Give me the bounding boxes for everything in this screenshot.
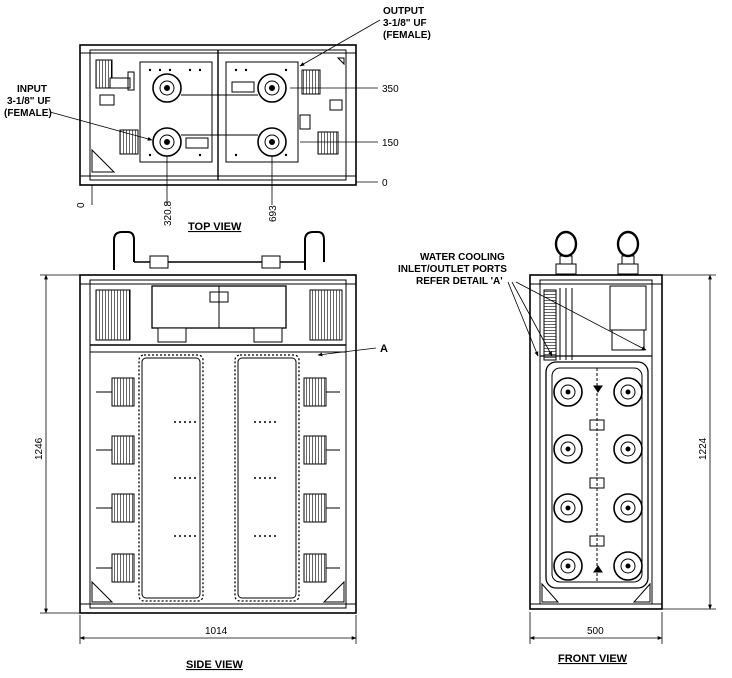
side-view-title: SIDE VIEW [186, 659, 243, 671]
cavity-right [234, 354, 300, 602]
front-height-dim: 1224 [698, 437, 709, 460]
side-modules-right [303, 377, 340, 583]
dim-0-right: 0 [382, 178, 388, 189]
cavity-bolt-dots [174, 421, 276, 537]
detail-a-label: A [380, 343, 388, 355]
side-fin-upper-right [309, 289, 343, 341]
output-connector-bottom [257, 127, 287, 157]
front-width-dim: 500 [587, 626, 604, 637]
output-callout-line2: 3-1/8" UF [383, 18, 427, 29]
detail-a-leader [317, 347, 377, 357]
lifting-eye-left [554, 230, 578, 275]
side-view-inner-frame [89, 279, 347, 609]
output-callout-line3: (FEMALE) [383, 30, 431, 41]
lifting-eye-right [616, 230, 640, 275]
top-view-frame [79, 44, 357, 186]
front-flanges [553, 377, 643, 581]
water-callout-line1: WATER COOLING [420, 252, 505, 263]
side-handle-left [113, 231, 135, 270]
side-width-dim: 1014 [205, 626, 228, 637]
top-fin-left [119, 129, 139, 155]
input-leader [49, 111, 153, 141]
input-callout-line2: 3-1/8" UF [7, 96, 51, 107]
side-fin-upper-left [95, 289, 131, 341]
top-view-title: TOP VIEW [188, 221, 242, 233]
output-connector-top [257, 73, 287, 103]
dim-0-bottom: 0 [76, 202, 87, 208]
input-callout-line3: (FEMALE) [4, 108, 52, 119]
front-view-text: WATER COOLING INLET/OUTLET PORTS REFER D… [398, 252, 709, 665]
front-upper-box [609, 285, 647, 331]
dim-350: 350 [382, 84, 399, 95]
top-fin-right-a [301, 69, 321, 95]
input-callout-line1: INPUT [17, 84, 47, 95]
top-view [49, 19, 381, 205]
dim-150: 150 [382, 138, 399, 149]
output-callout-line1: OUTPUT [383, 6, 424, 17]
side-height-dim: 1246 [34, 437, 45, 460]
side-view-frame [79, 274, 357, 614]
top-view-text: OUTPUT 3-1/8" UF (FEMALE) INPUT 3-1/8" U… [4, 6, 431, 233]
side-view-text: 1246 1014 A SIDE VIEW [34, 343, 388, 671]
water-leader-2 [511, 281, 553, 357]
input-connector-bottom [152, 127, 182, 157]
output-leader [299, 19, 381, 67]
side-view [40, 231, 377, 644]
dim-693: 693 [268, 205, 279, 222]
water-leader-1 [507, 281, 539, 357]
input-connector-top [152, 73, 182, 103]
dim-320-8: 320.8 [163, 201, 174, 226]
cavity-left [138, 354, 204, 602]
side-handle-right [304, 231, 325, 270]
water-callout-line3: REFER DETAIL 'A' [416, 276, 503, 287]
side-modules-left [96, 377, 135, 583]
water-leader-3 [515, 281, 647, 351]
front-view-frame [529, 274, 663, 610]
front-view-title: FRONT VIEW [558, 653, 628, 665]
front-view [507, 230, 716, 644]
water-callout-line2: INLET/OUTLET PORTS [398, 264, 507, 275]
top-fin-right-b [317, 131, 339, 155]
